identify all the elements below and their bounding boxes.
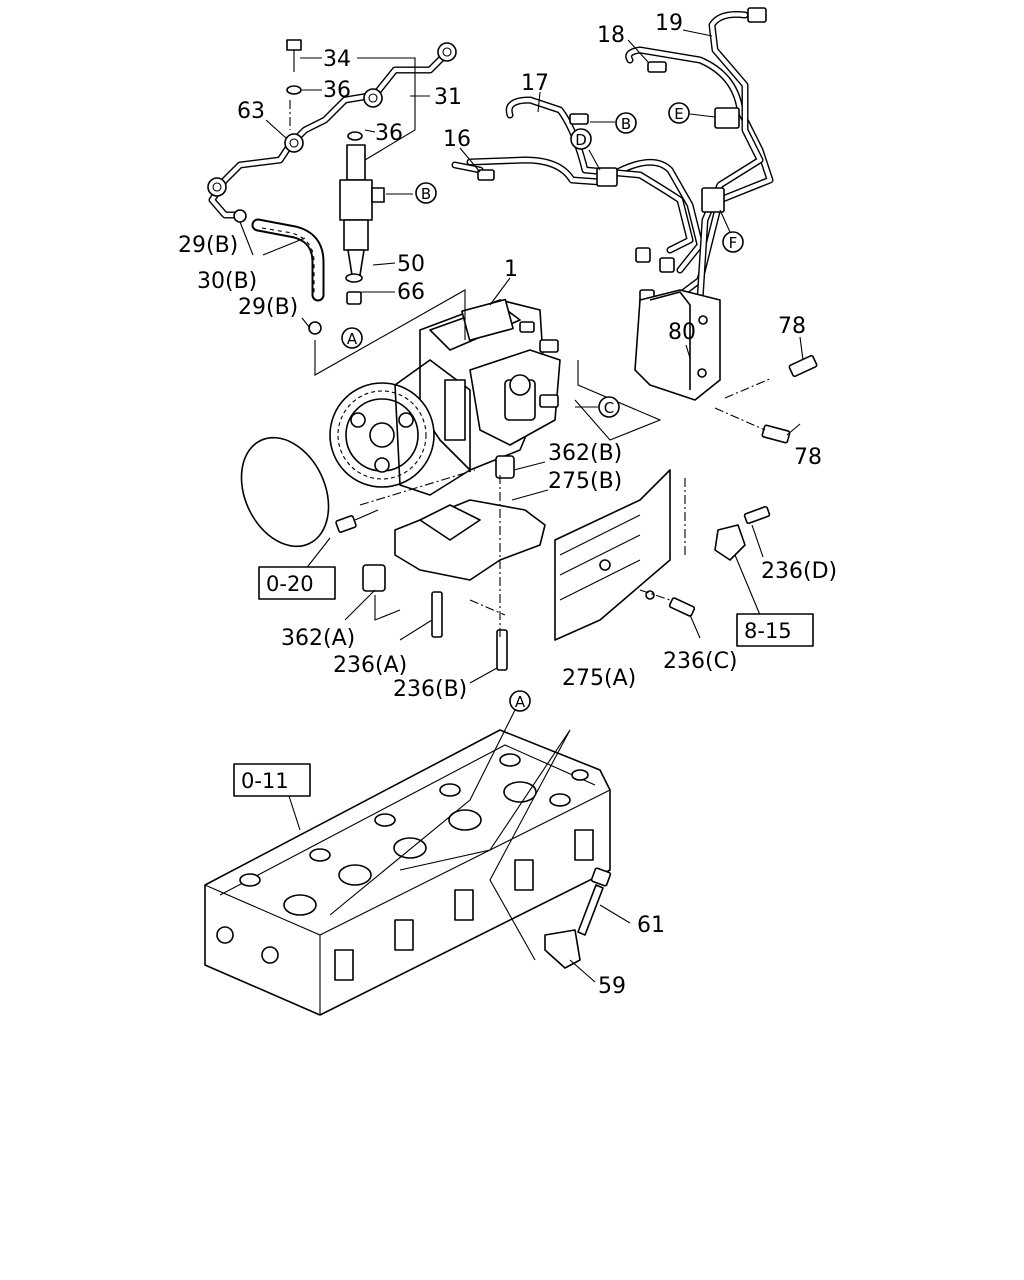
callout-d: D: [575, 131, 587, 149]
label-17: 17: [521, 71, 549, 96]
ref-8-15: 8-15: [744, 619, 792, 643]
part-labels: 34 36 31 63 36 29(B) 30(B) 29(B) 50 66 1…: [178, 11, 837, 999]
ref-box-0-20: [258, 566, 336, 600]
label-31: 31: [434, 85, 462, 110]
label-36-lower: 36: [375, 121, 403, 146]
callout-a-upper: A: [347, 330, 358, 348]
label-1: 1: [504, 257, 518, 282]
label-236b: 236(B): [393, 677, 467, 702]
callout-a-lower: A: [515, 693, 526, 711]
label-236a: 236(A): [333, 653, 407, 678]
label-362b: 362(B): [548, 441, 622, 466]
pump-brackets: [362, 455, 771, 671]
label-50: 50: [397, 252, 425, 277]
label-362a: 362(A): [281, 626, 355, 651]
label-63: 63: [237, 99, 265, 124]
return-hose: [251, 218, 325, 302]
label-34: 34: [323, 47, 351, 72]
label-59: 59: [598, 974, 626, 999]
label-18: 18: [597, 23, 625, 48]
reference-boxes: 0-20 8-15 0-11: [233, 566, 814, 797]
ref-0-20: 0-20: [266, 572, 314, 596]
label-78-lower: 78: [794, 445, 822, 470]
callout-b-injector: B: [421, 185, 431, 203]
bracket-80: [634, 289, 818, 444]
callout-b-pipe: B: [621, 115, 631, 133]
label-61: 61: [637, 913, 665, 938]
label-80: 80: [668, 320, 696, 345]
callout-e: E: [674, 105, 683, 123]
label-78-upper: 78: [778, 314, 806, 339]
leak-off-pipe-assembly: [207, 39, 457, 335]
ref-box-0-11: [233, 763, 311, 797]
letter-callouts: A A B B C D E F: [341, 102, 744, 712]
label-66: 66: [397, 280, 425, 305]
label-236d: 236(D): [761, 559, 837, 584]
label-236c: 236(C): [663, 649, 738, 674]
callout-c: C: [604, 399, 614, 417]
label-30b: 30(B): [197, 269, 257, 294]
label-275a: 275(A): [562, 666, 636, 691]
ref-0-11: 0-11: [241, 769, 289, 793]
label-19: 19: [655, 11, 683, 36]
center-lines: [289, 100, 773, 640]
label-275b: 275(B): [548, 469, 622, 494]
label-36-upper: 36: [323, 78, 351, 103]
cylinder-head: [204, 729, 612, 1016]
ref-box-8-15: [736, 613, 814, 647]
fuel-supply-pump: [240, 298, 561, 548]
label-29b-lower: 29(B): [238, 295, 298, 320]
label-29b-upper: 29(B): [178, 233, 238, 258]
label-16: 16: [443, 127, 471, 152]
callout-f: F: [729, 234, 738, 252]
fuel-injection-pipes: [451, 7, 774, 333]
leader-lines: [239, 29, 804, 983]
